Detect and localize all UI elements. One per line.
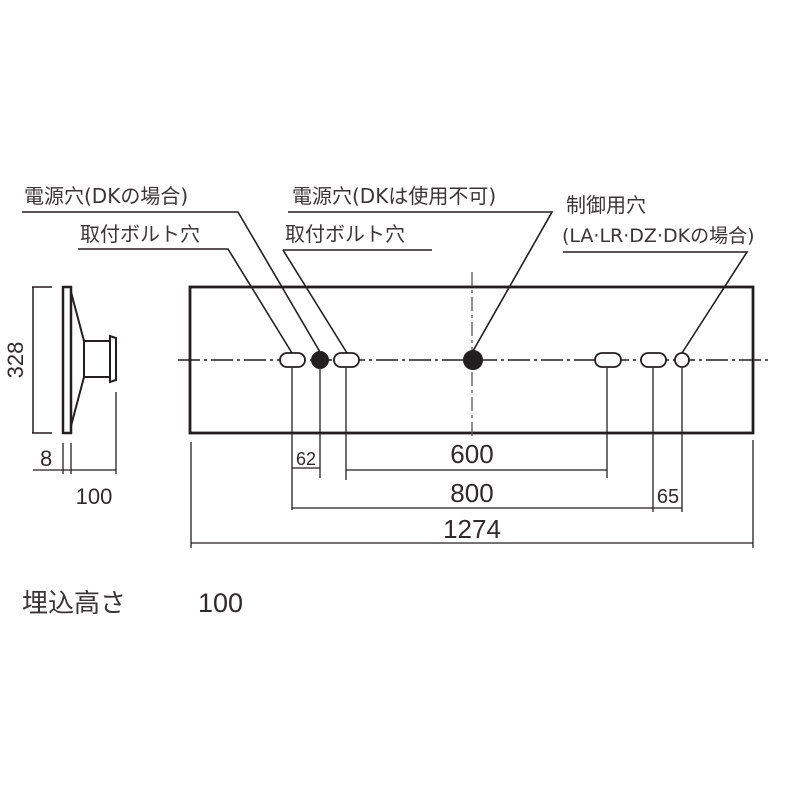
front-view [22,211,768,548]
footer-note: 埋込高さ 100 [22,588,243,619]
dim-label-328: 328 [3,342,28,379]
dim-label-600: 600 [450,439,493,469]
dim-label-65: 65 [657,486,679,508]
side-view [32,285,117,474]
side-view-plate [61,285,73,435]
leader-bolt-hole-center [282,249,348,354]
mount-bolt-hole-right-1 [594,352,622,368]
label-bolt-hole-left: 取付ボルト穴 [80,222,200,246]
dim-label-1274: 1274 [443,514,501,544]
label-bolt-hole-center: 取付ボルト穴 [285,222,405,246]
label-power-hole-dk: 電源穴(DKの場合) [24,184,188,208]
dim-label-100: 100 [76,484,113,509]
leader-power-hole-dk [22,211,321,353]
leader-power-hole-center [288,211,554,352]
control-hole [674,352,690,368]
footer-value: 100 [198,588,243,618]
power-hole-center [463,350,483,370]
leader-control-hole [563,251,749,354]
dim-label-800: 800 [450,478,493,508]
callout-labels: 電源穴(DKの場合) 取付ボルト穴 電源穴(DKは使用不可) 取付ボルト穴 制御… [24,184,755,247]
side-view-box [84,334,117,384]
mount-bolt-hole-left [279,352,306,368]
mount-bolt-hole-right-2 [640,352,667,368]
dim-label-8: 8 [40,446,52,471]
dim-label-62: 62 [296,449,316,469]
label-control-hole-condition: (LA·LR·DZ·DKの場合) [562,225,755,247]
label-control-hole-title: 制御用穴 [566,193,646,217]
footer-label: 埋込高さ [22,589,126,619]
power-hole-dk [311,351,329,369]
side-view-body [70,291,85,427]
label-power-hole-dk-not-usable: 電源穴(DKは使用不可) [292,184,496,208]
dimension-labels: 328 8 100 62 600 800 65 1274 [3,342,679,544]
mount-bolt-hole-center [333,352,360,368]
leader-bolt-hole-left [78,248,293,354]
